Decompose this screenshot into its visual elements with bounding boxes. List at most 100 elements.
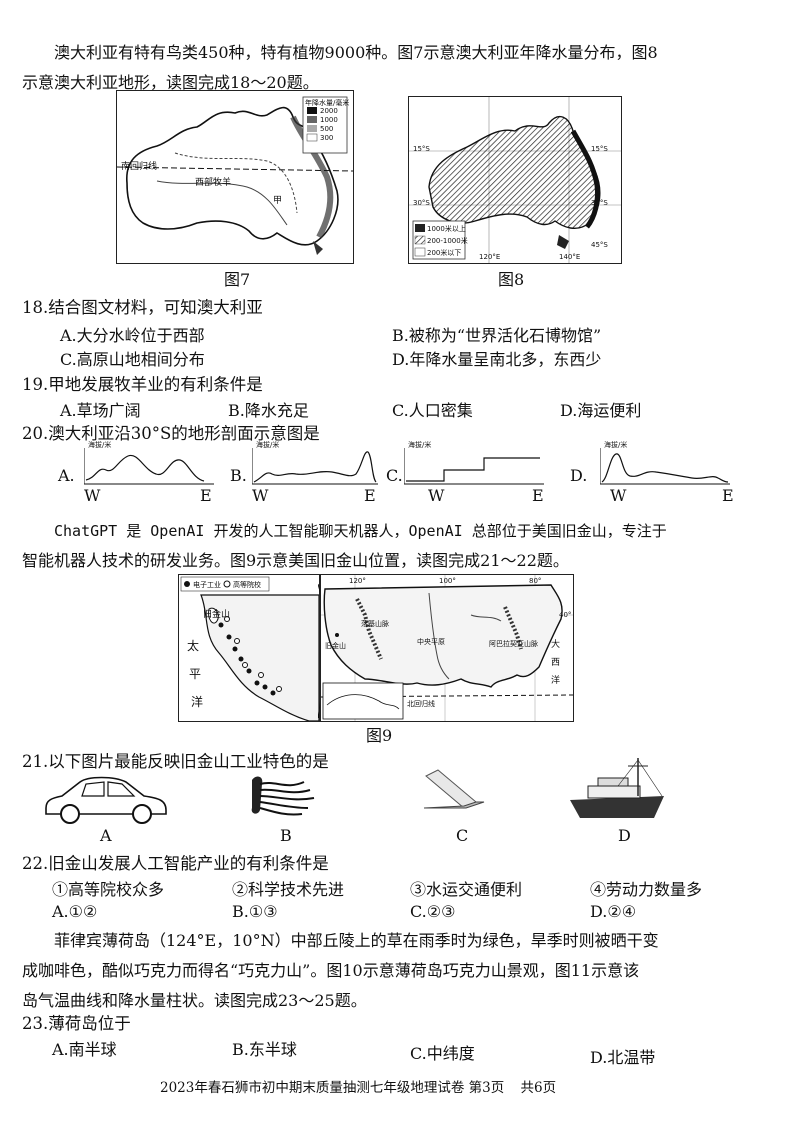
q19-option-d[interactable]: D.海运便利: [560, 401, 642, 420]
fig9-legend-university: 高等院校: [233, 581, 261, 589]
fig9-lon-100: 100°: [439, 577, 456, 585]
fig9-appal-label: 阿巴拉契亚山脉: [489, 640, 538, 648]
q20-option-c[interactable]: C. 海拔/米 W E: [384, 440, 554, 505]
fig7-legend-500: 500: [320, 125, 334, 133]
q20-option-b[interactable]: B. 海拔/米 W E: [226, 440, 386, 505]
fig8-legend-mid: 200-1000米: [427, 237, 468, 245]
question-20-stem: 20.澳大利亚沿30°S的地形剖面示意图是: [22, 424, 320, 443]
q21-option-b-label: B: [280, 826, 292, 845]
page-footer: 2023年春石狮市初中期末质量抽测七年级地理试卷 第3页 共6页: [160, 1076, 556, 1096]
question-21-stem: 21.以下图片最能反映旧金山工业特色的是: [22, 752, 329, 771]
q18-option-d[interactable]: D.年降水量呈南北多，东西少: [392, 350, 602, 369]
q22-option-c[interactable]: C.②③: [410, 902, 456, 921]
sf-inset-svg: [180, 576, 319, 721]
figure-9-caption: 图9: [366, 726, 393, 745]
usa-map-svg: [321, 575, 573, 721]
q21-option-d-label: D: [618, 826, 631, 845]
q22-option-b[interactable]: B.①③: [232, 902, 278, 921]
fig7-west-label: 西部牧羊: [195, 178, 232, 188]
q21-option-c[interactable]: C: [414, 766, 494, 846]
fig8-lat-15s-right: 15°S: [591, 145, 608, 153]
fig7-legend-300: 300: [320, 134, 334, 142]
fig9-pacific-3: 洋: [191, 695, 204, 709]
figure-8-caption: 图8: [498, 270, 525, 289]
intro-3-line-1: 菲律宾薄荷岛（124°E，10°N）中部丘陵上的草在雨季时为绿色，旱季时则被晒干…: [54, 931, 659, 950]
ship-icon: [570, 758, 664, 818]
q20-option-d[interactable]: D. 海拔/米 W E: [568, 440, 744, 505]
fig9-pacific-1: 太: [187, 639, 200, 653]
intro-2-line-2: 智能机器人技术的研发业务。图9示意美国旧金山位置，读图完成21～22题。: [22, 551, 569, 570]
fig9-rocky-label: 落基山脉: [361, 620, 389, 628]
fig7-legend-2000: 2000: [320, 107, 338, 115]
q23-option-a[interactable]: A.南半球: [52, 1040, 117, 1059]
q18-option-a[interactable]: A.大分水岭位于西部: [60, 326, 205, 345]
q20-a-west: W: [84, 486, 101, 505]
q21-option-b[interactable]: B: [246, 770, 326, 846]
q20-b-unit: 海拔/米: [256, 441, 280, 449]
q20-option-a[interactable]: A. 海拔/米 W E: [54, 440, 224, 505]
intro-2-line-1: ChatGPT 是 OpenAI 开发的人工智能聊天机器人，OpenAI 总部位…: [54, 522, 667, 540]
question-19-stem: 19.甲地发展牧羊业的有利条件是: [22, 375, 263, 394]
fig9-tropic-label: 北回归线: [407, 700, 435, 708]
figure-7-caption: 图7: [224, 270, 251, 289]
q20-c-unit: 海拔/米: [408, 441, 432, 449]
fig7-legend-1000: 1000: [320, 116, 338, 124]
fig8-legend-high: 1000米以上: [427, 225, 466, 233]
q18-option-c[interactable]: C.高原山地相间分布: [60, 350, 205, 369]
q20-d-west: W: [610, 486, 627, 505]
q18-option-b[interactable]: B.被称为“世界活化石博物馆”: [392, 326, 602, 345]
q22-option-a[interactable]: A.①②: [52, 902, 98, 921]
q20-c-east: E: [532, 486, 544, 505]
figure-9-inset-map: 电子工业 高等院校 旧金山 太 平 洋: [178, 574, 320, 722]
car-icon: [45, 776, 167, 824]
q20-b-east: E: [364, 486, 376, 505]
q21-option-d[interactable]: D: [568, 756, 668, 846]
q21-option-a[interactable]: A: [42, 770, 170, 846]
q19-option-c[interactable]: C.人口密集: [392, 401, 473, 420]
australia-terrain-svg: [409, 97, 621, 263]
q22-condition-2: ②科学技术先进: [232, 880, 345, 899]
q22-condition-1: ①高等院校众多: [52, 880, 165, 899]
fig8-legend-low: 200米以下: [427, 249, 462, 257]
intro-paragraph-1-cont: 示意澳大利亚地形，读图完成18～20题。: [22, 68, 774, 98]
footer-text: 2023年春石狮市初中期末质量抽测七年级地理试卷 第3页: [160, 1080, 505, 1096]
q20-c-west: W: [428, 486, 445, 505]
q20-option-b-label: B.: [230, 466, 247, 485]
intro-3-line-3: 岛气温曲线和降水量柱状。读图完成23～25题。: [22, 991, 367, 1010]
fig8-lat-30s-right: 30°S: [591, 199, 608, 207]
q23-option-d[interactable]: D.北温带: [590, 1048, 656, 1067]
intro-paragraph-3: 菲律宾薄荷岛（124°E，10°N）中部丘陵上的草在雨季时为绿色，旱季时则被晒干…: [22, 926, 774, 956]
fig9-lat-40: 40°: [559, 611, 572, 619]
fig7-jia-label: 甲: [273, 196, 283, 206]
fig7-legend-title: 年降水量/毫米: [305, 99, 350, 107]
q20-a-unit: 海拔/米: [88, 441, 112, 449]
intro-paragraph-2-cont: 智能机器人技术的研发业务。图9示意美国旧金山位置，读图完成21～22题。: [22, 546, 774, 576]
laptop-icon: [423, 769, 485, 809]
q19-option-b[interactable]: B.降水充足: [228, 401, 309, 420]
q20-b-profile: [252, 448, 378, 485]
fig8-lat-45s: 45°S: [591, 241, 608, 249]
q23-option-c[interactable]: C.中纬度: [410, 1044, 475, 1063]
q21-option-a-label: A: [100, 826, 112, 845]
intro-1-line-1: 澳大利亚有特有鸟类450种，特有植物9000种。图7示意澳大利亚年降水量分布，图…: [54, 43, 658, 62]
figure-7-rainfall-map: 年降水量/毫米 2000 1000 500 300 南回归线 西部牧羊 甲: [116, 90, 354, 264]
q20-option-a-label: A.: [58, 466, 75, 485]
q21-option-c-label: C: [456, 826, 469, 845]
q19-option-a[interactable]: A.草场广阔: [60, 401, 141, 420]
q20-c-profile: [404, 448, 544, 485]
question-22-stem: 22.旧金山发展人工智能产业的有利条件是: [22, 854, 329, 873]
q22-option-d[interactable]: D.②④: [590, 902, 637, 921]
q22-condition-4: ④劳动力数量多: [590, 880, 703, 899]
fig7-tropic-label: 南回归线: [121, 162, 158, 172]
intro-paragraph-3-cont-2: 岛气温曲线和降水量柱状。读图完成23～25题。: [22, 986, 774, 1016]
fig8-lat-30s-left: 30°S: [413, 199, 430, 207]
intro-paragraph-1: 澳大利亚有特有鸟类450种，特有植物9000种。图7示意澳大利亚年降水量分布，图…: [22, 38, 774, 68]
question-23-stem: 23.薄荷岛位于: [22, 1014, 131, 1033]
fig8-lat-15s-left: 15°S: [413, 145, 430, 153]
fig9-inset-sf: 旧金山: [203, 610, 231, 620]
intro-paragraph-3-cont: 成咖啡色，酷似巧克力而得名“巧克力山”。图10示意薄荷岛巧克力山景观，图11示意…: [22, 956, 774, 986]
intro-1-line-2: 示意澳大利亚地形，读图完成18～20题。: [22, 73, 319, 92]
intro-3-line-2: 成咖啡色，酷似巧克力而得名“巧克力山”。图10示意薄荷岛巧克力山景观，图11示意…: [22, 961, 640, 980]
q23-option-b[interactable]: B.东半球: [232, 1040, 297, 1059]
question-18-stem: 18.结合图文材料，可知澳大利亚: [22, 298, 263, 317]
